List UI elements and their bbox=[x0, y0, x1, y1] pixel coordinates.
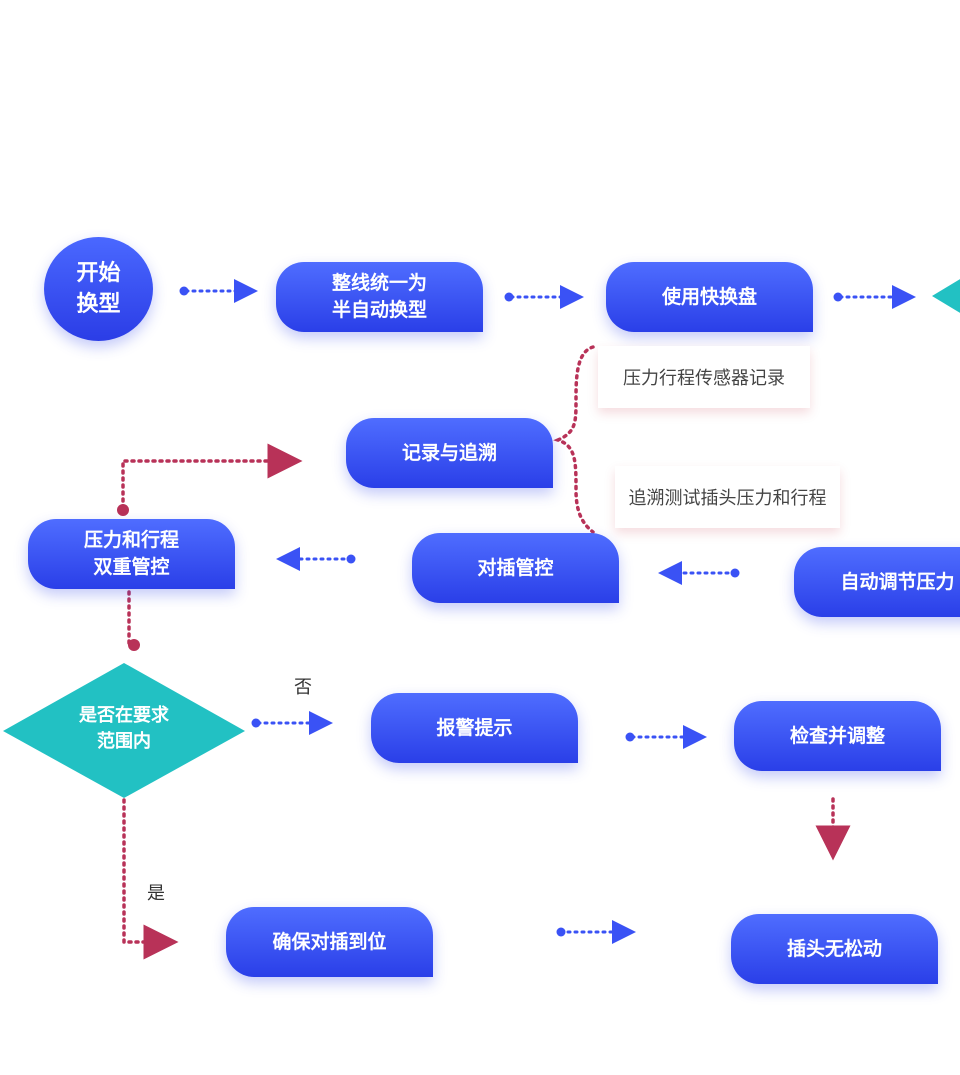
node-ensure-insert: 确保对插到位 bbox=[226, 907, 433, 977]
node-dual-control: 压力和行程 双重管控 bbox=[28, 519, 235, 589]
connector-dot bbox=[556, 927, 566, 937]
note-sensor-record: 压力行程传感器记录 bbox=[598, 346, 810, 408]
connector-dot bbox=[251, 718, 261, 728]
connector-dual-to-record bbox=[121, 443, 303, 510]
node-unify-semi-auto: 整线统一为 半自动换型 bbox=[276, 262, 483, 332]
connector-dot bbox=[504, 292, 514, 302]
node-auto-adjust-pressure: 自动调节压力 bbox=[794, 547, 960, 617]
connector-dot bbox=[179, 286, 189, 296]
connector-dot bbox=[117, 504, 129, 516]
node-plug-secure: 插头无松动 bbox=[731, 914, 938, 984]
connector-dot bbox=[833, 292, 843, 302]
node-check-adjust: 检查并调整 bbox=[734, 701, 941, 771]
offscreen-diamond-shape bbox=[932, 279, 960, 313]
record-note-brace bbox=[553, 345, 595, 534]
node-quick-change-plate: 使用快换盘 bbox=[606, 262, 813, 332]
node-start: 开始 换型 bbox=[44, 237, 153, 341]
node-alarm: 报警提示 bbox=[371, 693, 578, 763]
edge-label-yes: 是 bbox=[147, 883, 165, 904]
in-range-diamond-shape bbox=[3, 663, 245, 798]
connector-dot bbox=[128, 639, 140, 651]
connector-dot bbox=[730, 568, 740, 578]
node-insertion-control: 对插管控 bbox=[412, 533, 619, 603]
edge-label-no: 否 bbox=[294, 677, 312, 698]
connector-diamond-to-ensure bbox=[122, 798, 179, 960]
decision-in-range: 是否在要求 范围内 bbox=[79, 705, 169, 752]
note-trace-test: 追溯测试插头压力和行程 bbox=[615, 466, 840, 528]
node-record-trace: 记录与追溯 bbox=[346, 418, 553, 488]
connector-dot bbox=[346, 554, 356, 564]
connector-dot bbox=[625, 732, 635, 742]
